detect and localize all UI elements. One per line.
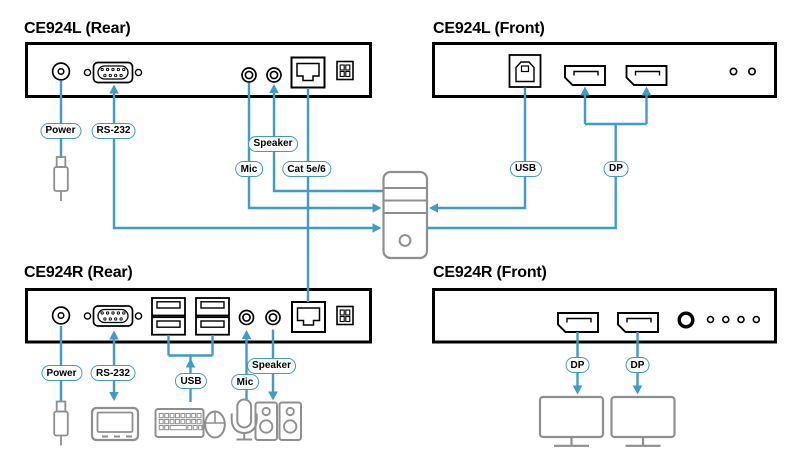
speaker-icon [278, 401, 302, 441]
computer-icon [382, 170, 429, 260]
label-usb-ce924r: USB [174, 373, 208, 389]
label-dp2-ce924r: DP [625, 357, 650, 373]
label-speaker-ce924l: Speaker [248, 135, 298, 152]
label-mic-ce924r: Mic [231, 374, 259, 390]
title-ce924r-front: CE924R (Front) [433, 264, 547, 281]
touchscreen-icon [90, 406, 140, 442]
label-mic-ce924l: Mic [235, 161, 263, 177]
led-indicators [706, 315, 761, 324]
power-plug-icon [53, 400, 69, 447]
speaker-icon [254, 401, 278, 441]
label-dp1-ce924r: DP [565, 357, 590, 373]
label-rs232-ce924l: RS-232 [91, 122, 136, 139]
label-speaker-ce924r: Speaker [246, 357, 297, 374]
dp-from-computer-line [428, 95, 648, 230]
title-ce924l-rear: CE924L (Rear) [24, 20, 131, 37]
mic-to-computer-line [247, 83, 373, 210]
panel-ce924r-front [432, 288, 777, 344]
power-plug-icon [53, 156, 69, 202]
label-rs232-ce924r: RS-232 [90, 365, 136, 381]
monitor-icon [610, 395, 676, 447]
label-power-ce924r: Power [40, 365, 83, 381]
mouse-icon [204, 410, 226, 439]
label-dp-ce924l: DP [603, 160, 629, 177]
speaker-from-computer-line [272, 92, 383, 193]
microphone-icon [230, 398, 258, 441]
label-cat5e6: Cat 5e/6 [281, 161, 332, 177]
label-power-ce924l: Power [39, 122, 82, 139]
led-indicators [729, 67, 756, 76]
usb-peripherals-line [167, 335, 214, 402]
panel-ce924l-rear [25, 42, 372, 98]
label-usb-ce924l: USB [509, 160, 542, 177]
title-ce924l-front: CE924L (Front) [433, 20, 545, 37]
keyboard-icon [154, 408, 205, 438]
usb-to-computer-line [438, 87, 527, 210]
flow-arrows [109, 84, 652, 401]
title-ce924r-rear: CE924R (Rear) [24, 264, 133, 281]
monitor-icon [538, 395, 605, 447]
front-panel-button [677, 311, 695, 329]
